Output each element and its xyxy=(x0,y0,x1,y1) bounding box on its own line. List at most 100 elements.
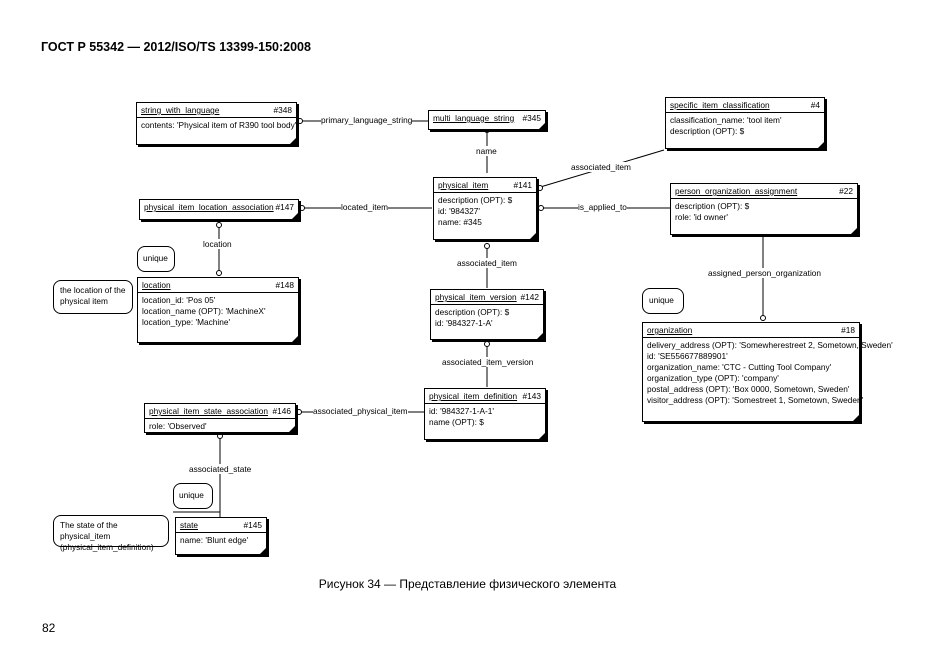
entity-attribute: name (OPT): $ xyxy=(429,417,484,427)
link-end-circle xyxy=(297,118,303,124)
entity-id: #4 xyxy=(810,100,820,110)
note-location-description: the location of the physical item xyxy=(53,280,133,314)
corner-marker xyxy=(290,138,296,144)
corner-marker xyxy=(530,233,536,239)
page-number: 82 xyxy=(42,621,56,635)
link-end-circle xyxy=(217,433,223,439)
link-label-associated-state: associated_state xyxy=(189,464,252,474)
corner-marker xyxy=(537,333,543,339)
entity-id: #348 xyxy=(273,105,292,115)
entity-id: #141 xyxy=(513,180,532,190)
entity-attribute: location_type: 'Machine' xyxy=(142,317,231,327)
entity-physical-item[interactable]: physical_item #141 description (OPT): $ i… xyxy=(433,177,537,240)
entity-id: #147 xyxy=(275,202,294,212)
entity-location[interactable]: location #148 location_id: 'Pos 05' locat… xyxy=(137,277,299,343)
note-state-description: The state of the physical_item (physical… xyxy=(53,515,169,552)
entity-name: physical_item_location_association xyxy=(144,202,274,212)
entity-attribute: id: '984327-1-A' xyxy=(435,318,493,328)
entity-attribute: postal_address (OPT): 'Box 0000, Sometow… xyxy=(647,384,850,394)
entity-attribute: description (OPT): $ xyxy=(438,195,513,205)
link-end-circle xyxy=(296,409,302,415)
link-label-assigned-person-organization: assigned_person_organization xyxy=(708,268,822,278)
entity-name: multi_language_string xyxy=(433,113,515,123)
note-unique-organization: unique xyxy=(642,288,684,314)
link-end-circle xyxy=(484,243,490,249)
entity-multi-language-string[interactable]: multi_language_string #345 xyxy=(428,110,546,130)
entity-attribute: description (OPT): $ xyxy=(675,201,750,211)
corner-marker xyxy=(260,548,266,554)
entity-name: state xyxy=(180,520,198,530)
entity-attribute: classification_name: 'tool item' xyxy=(670,115,782,125)
entity-physical-item-definition[interactable]: physical_item_definition #143 id: '984327… xyxy=(424,388,546,440)
entity-id: #148 xyxy=(275,280,294,290)
link-label-associated-item: associated_item xyxy=(571,162,631,172)
entity-attribute: location_id: 'Pos 05' xyxy=(142,295,216,305)
figure-caption: Рисунок 34 — Представление физического э… xyxy=(318,577,617,591)
entity-string-with-language[interactable]: string_with_language #348 contents: 'Phys… xyxy=(136,102,297,145)
link-label-associated-item: associated_item xyxy=(457,258,517,268)
entity-organization[interactable]: organization #18 delivery_address (OPT): … xyxy=(642,322,893,422)
entity-attribute: role: 'id owner' xyxy=(675,212,728,222)
link-label-associated-physical-item: associated_physical_item xyxy=(313,406,408,416)
entity-attribute: name: 'Blunt edge' xyxy=(180,535,249,545)
link-label-primary-language-string: primary_language_string xyxy=(321,115,413,125)
entity-id: #18 xyxy=(841,325,855,335)
entity-attribute: id: '984327' xyxy=(438,206,480,216)
entity-attribute: description (OPT): $ xyxy=(435,307,510,317)
entity-attribute: organization_name: 'CTC - Cutting Tool C… xyxy=(647,362,832,372)
corner-marker xyxy=(539,123,545,129)
entity-name: physical_item xyxy=(438,180,489,190)
note-unique-location: unique xyxy=(137,246,175,272)
entity-id: #145 xyxy=(243,520,262,530)
link-end-circle xyxy=(299,205,305,211)
entity-physical-item-location-association[interactable]: physical_item_location_association#147 xyxy=(139,199,299,220)
entity-name: specific_item_classification xyxy=(670,100,770,110)
entity-attribute: role: 'Observed' xyxy=(149,421,207,431)
corner-marker xyxy=(818,142,824,148)
corner-marker xyxy=(853,415,859,421)
entity-attribute: name: #345 xyxy=(438,217,482,227)
link-label-location: location xyxy=(203,239,232,249)
entity-id: #22 xyxy=(839,186,853,196)
link-label-located-item: located_item xyxy=(341,202,389,212)
corner-marker xyxy=(292,336,298,342)
link-label-name: name xyxy=(476,146,497,156)
link-label-associated-item-version: associated_item_version xyxy=(442,357,534,367)
entity-attribute: location_name (OPT): 'MachineX' xyxy=(142,306,266,316)
entity-attribute: description (OPT): $ xyxy=(670,126,745,136)
entity-specific-item-classification[interactable]: specific_item_classification #4 classific… xyxy=(665,97,825,149)
link-end-circle xyxy=(216,270,222,276)
corner-marker xyxy=(851,228,857,234)
document-header: ГОСТ Р 55342 — 2012/ISO/TS 13399-150:200… xyxy=(41,40,311,54)
note-unique-state: unique xyxy=(173,483,213,509)
entity-person-organization-assignment[interactable]: person_organization_assignment #22 descri… xyxy=(670,183,858,235)
corner-marker xyxy=(292,213,298,219)
entity-name: location xyxy=(142,280,171,290)
link-end-circle xyxy=(484,341,490,347)
entity-attribute: contents: 'Physical item of R390 tool bo… xyxy=(141,120,297,130)
entity-physical-item-version[interactable]: physical_item_version#142 description (O… xyxy=(430,289,544,340)
link-end-circle xyxy=(760,315,766,321)
entity-name: string_with_language xyxy=(141,105,220,115)
entity-attribute: id: '984327-1-A-1' xyxy=(429,406,494,416)
entity-physical-item-state-association[interactable]: physical_item_state_association #146 role… xyxy=(144,403,296,433)
entity-id: #143 xyxy=(522,391,541,401)
corner-marker xyxy=(289,426,295,432)
link-end-circle xyxy=(538,205,544,211)
entity-name: person_organization_assignment xyxy=(675,186,798,196)
entity-id: #345 xyxy=(522,113,541,123)
entity-id: #142 xyxy=(520,292,539,302)
entity-attribute: organization_type (OPT): 'company' xyxy=(647,373,779,383)
entity-name: organization xyxy=(647,325,693,335)
entity-attribute: id: 'SE556677889901' xyxy=(647,351,728,361)
corner-marker xyxy=(539,433,545,439)
entity-name: physical_item_definition xyxy=(429,391,518,401)
entity-attribute: visitor_address (OPT): 'Somestreet 1, So… xyxy=(647,395,864,405)
link-end-circle xyxy=(537,185,543,191)
link-end-circle xyxy=(216,222,222,228)
entity-attribute: delivery_address (OPT): 'Somewherestreet… xyxy=(647,340,893,350)
entity-name: physical_item_state_association xyxy=(149,406,268,416)
entity-id: #146 xyxy=(272,406,291,416)
entity-state[interactable]: state #145 name: 'Blunt edge' xyxy=(175,517,267,555)
link-label-is-applied-to: is_applied_to xyxy=(578,202,627,212)
